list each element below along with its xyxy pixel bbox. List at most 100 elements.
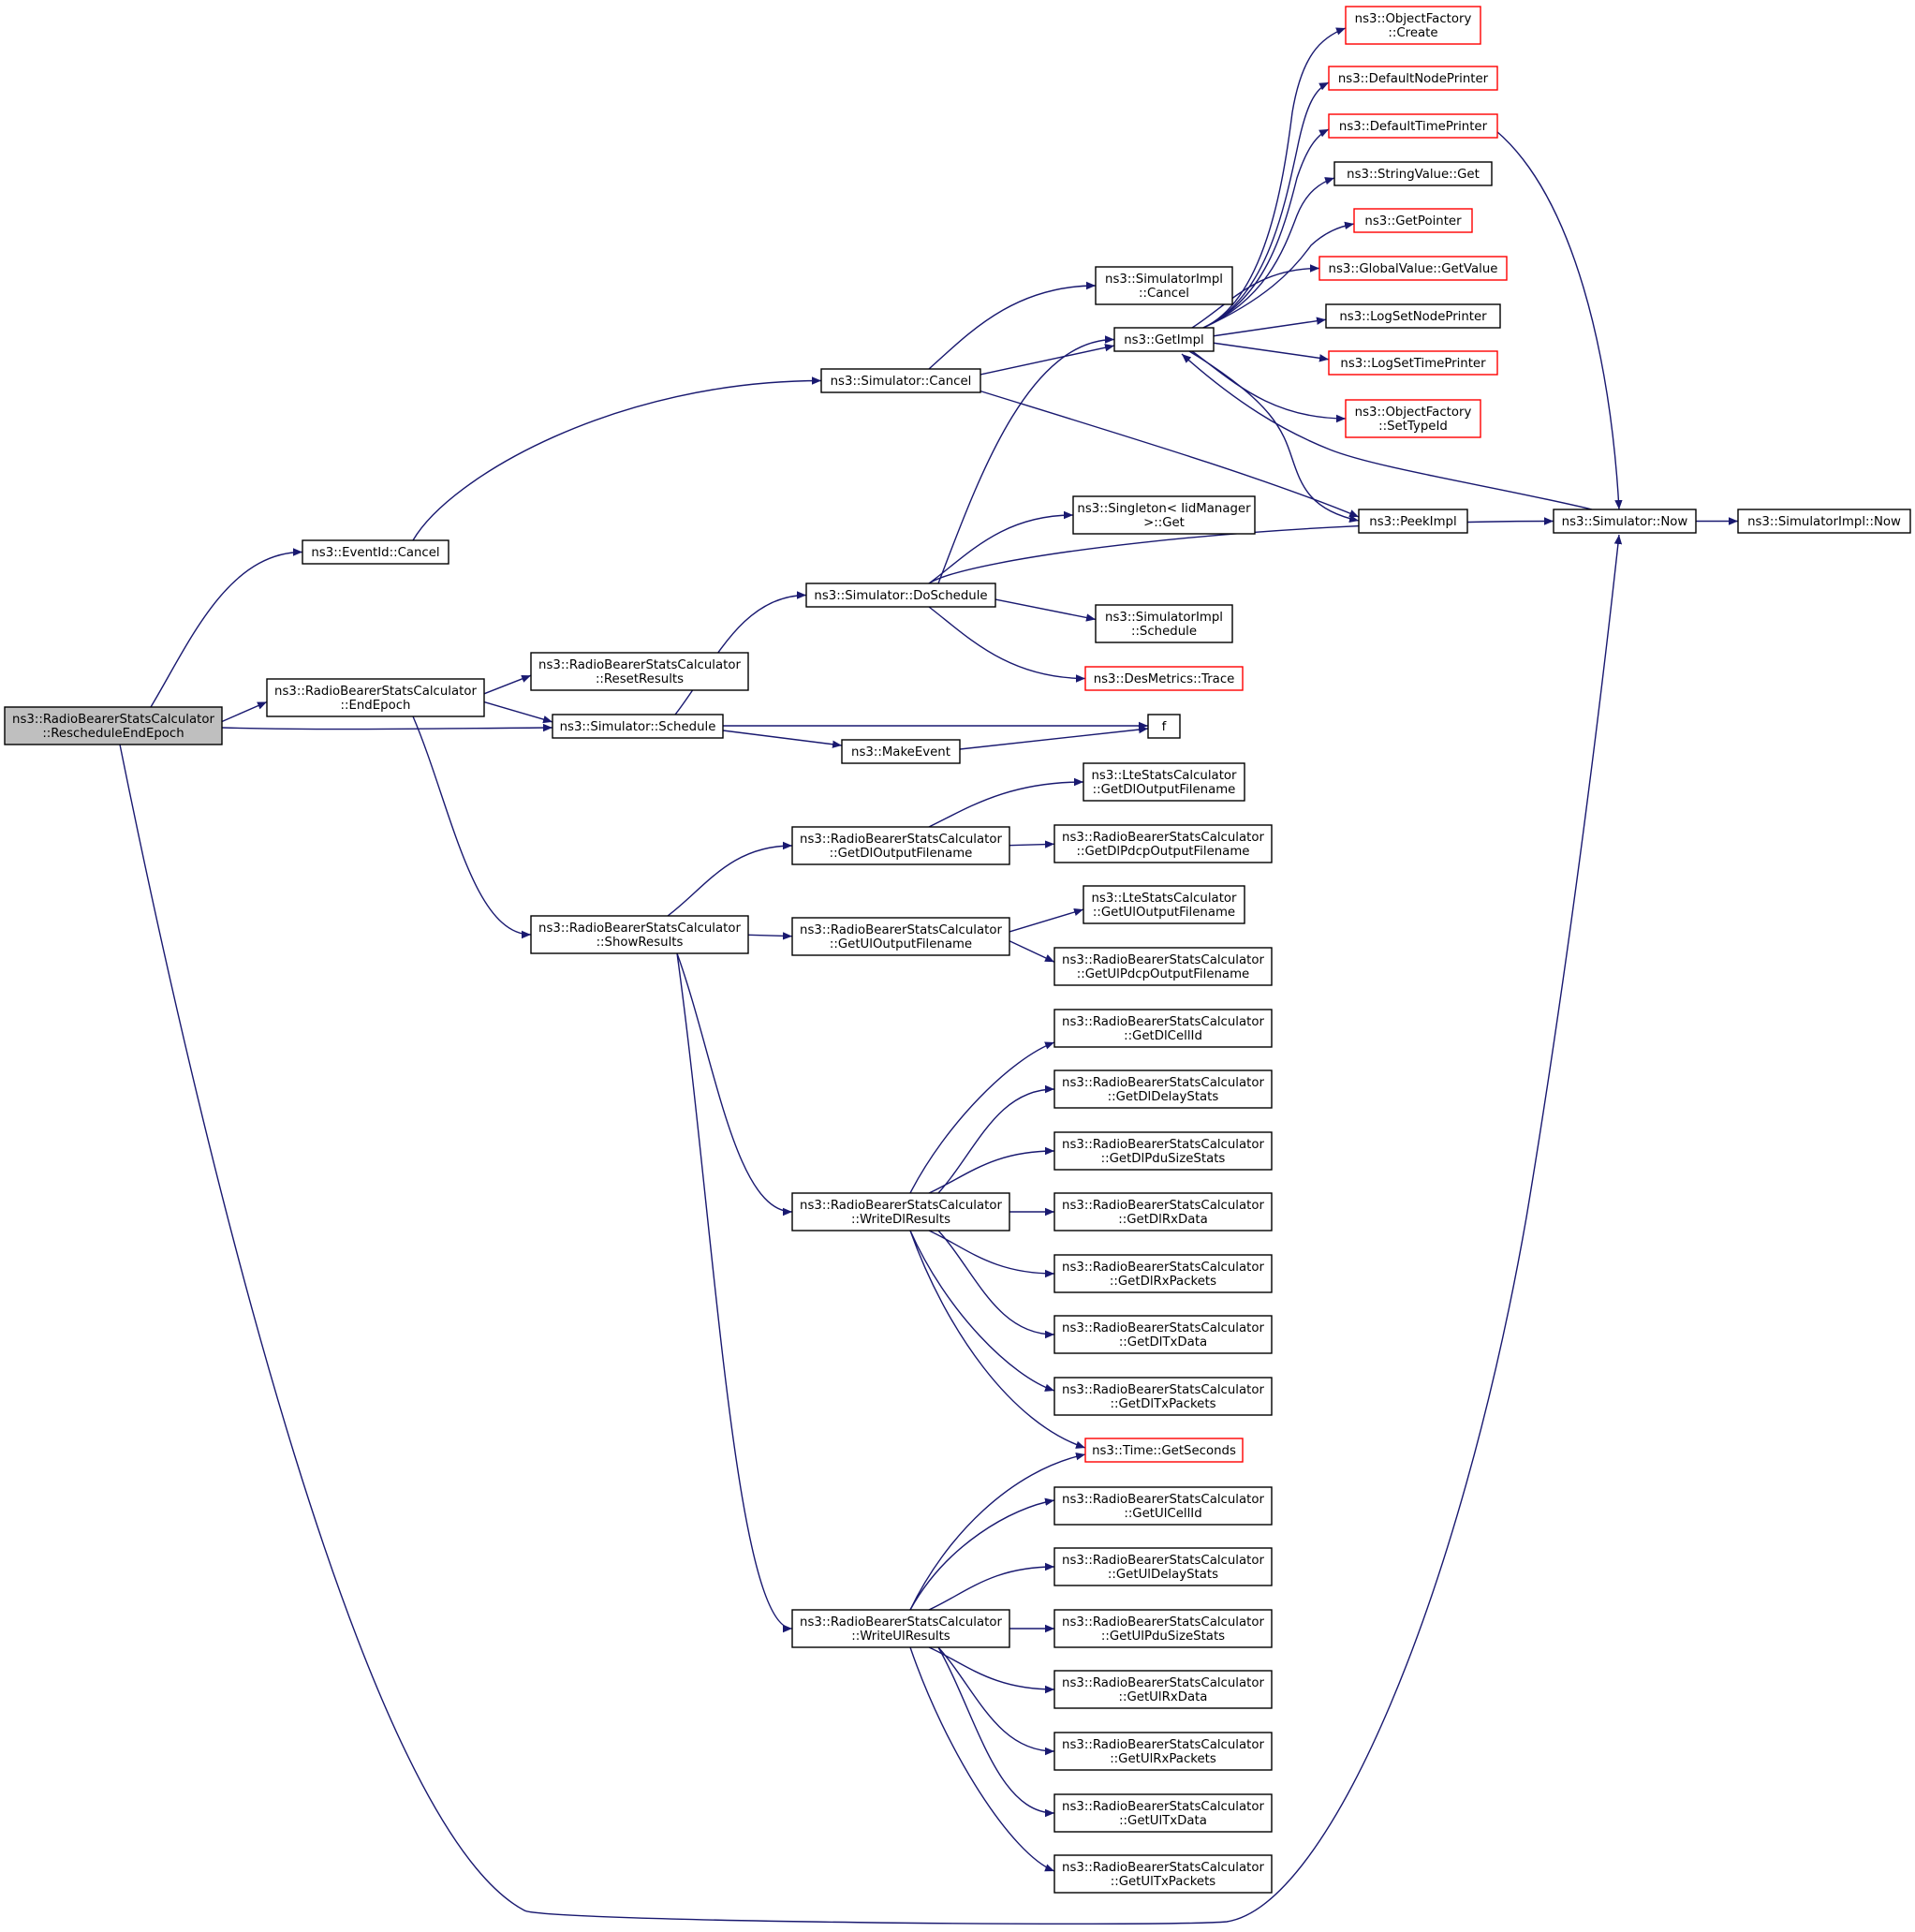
node-box-stringvalue_get[interactable] <box>1333 161 1493 186</box>
node-box-getuloutputfilename[interactable] <box>791 917 1010 956</box>
node-simimpl_now[interactable]: ns3::SimulatorImpl::Now <box>1737 509 1911 534</box>
node-box-singleton_get[interactable] <box>1072 495 1256 535</box>
node-writeulresults[interactable]: ns3::RadioBearerStatsCalculator::WriteUl… <box>791 1609 1010 1648</box>
node-logsettimeprinter[interactable]: ns3::LogSetTimePrinter <box>1328 350 1498 376</box>
node-getuldelaystats[interactable]: ns3::RadioBearerStatsCalculator::GetUlDe… <box>1053 1547 1273 1586</box>
node-getdlcellid[interactable]: ns3::RadioBearerStatsCalculator::GetDlCe… <box>1053 1009 1273 1048</box>
node-box-getulcellid[interactable] <box>1053 1486 1273 1526</box>
node-box-getdloutputfilename[interactable] <box>791 826 1010 865</box>
node-box-simimpl_now[interactable] <box>1737 509 1911 534</box>
node-box-sim_cancel[interactable] <box>820 368 981 393</box>
node-box-sim_doschedule[interactable] <box>805 583 996 608</box>
node-endepoch[interactable]: ns3::RadioBearerStatsCalculator::EndEpoc… <box>266 678 485 717</box>
node-box-getulrxpackets[interactable] <box>1053 1732 1273 1771</box>
node-box-objfactory_settypeid[interactable] <box>1345 399 1481 438</box>
node-objfactory_settypeid[interactable]: ns3::ObjectFactory::SetTypeId <box>1345 399 1481 438</box>
node-box-simimpl_schedule[interactable] <box>1095 604 1233 643</box>
node-box-getuldelaystats[interactable] <box>1053 1547 1273 1586</box>
node-getdlrxpackets[interactable]: ns3::RadioBearerStatsCalculator::GetDlRx… <box>1053 1254 1273 1293</box>
node-box-desmetrics_trace[interactable] <box>1084 666 1244 691</box>
node-getuloutputfilename[interactable]: ns3::RadioBearerStatsCalculator::GetUlOu… <box>791 917 1010 956</box>
node-getdltxdata[interactable]: ns3::RadioBearerStatsCalculator::GetDlTx… <box>1053 1315 1273 1354</box>
node-box-getdlrxdata[interactable] <box>1053 1192 1273 1231</box>
node-box-lte_getdloutput[interactable] <box>1083 762 1245 802</box>
node-singleton_get[interactable]: ns3::Singleton< IidManager >::Get <box>1072 495 1256 535</box>
node-getulpdusizestats[interactable]: ns3::RadioBearerStatsCalculator::GetUlPd… <box>1053 1609 1273 1648</box>
node-logsetnodeprinter[interactable]: ns3::LogSetNodePrinter <box>1325 303 1501 329</box>
node-box-getimpl[interactable] <box>1113 327 1215 352</box>
node-resetresults[interactable]: ns3::RadioBearerStatsCalculator::ResetRe… <box>530 652 749 691</box>
node-getulrxdata[interactable]: ns3::RadioBearerStatsCalculator::GetUlRx… <box>1053 1670 1273 1709</box>
node-getulcellid[interactable]: ns3::RadioBearerStatsCalculator::GetUlCe… <box>1053 1486 1273 1526</box>
node-box-getultxdata[interactable] <box>1053 1793 1273 1833</box>
node-box-endepoch[interactable] <box>266 678 485 717</box>
node-getdlrxdata[interactable]: ns3::RadioBearerStatsCalculator::GetDlRx… <box>1053 1192 1273 1231</box>
node-eventid_cancel[interactable]: ns3::EventId::Cancel <box>302 539 449 565</box>
node-box-makeevent[interactable] <box>841 739 961 764</box>
node-box-getulpdcp[interactable] <box>1053 947 1273 986</box>
node-sim_schedule[interactable]: ns3::Simulator::Schedule <box>552 714 724 739</box>
node-globalvalue_getvalue[interactable]: ns3::GlobalValue::GetValue <box>1318 256 1508 281</box>
node-desmetrics_trace[interactable]: ns3::DesMetrics::Trace <box>1084 666 1244 691</box>
node-box-sim_schedule[interactable] <box>552 714 724 739</box>
node-stringvalue_get[interactable]: ns3::StringValue::Get <box>1333 161 1493 186</box>
node-getulrxpackets[interactable]: ns3::RadioBearerStatsCalculator::GetUlRx… <box>1053 1732 1273 1771</box>
node-peekimpl[interactable]: ns3::PeekImpl <box>1358 509 1468 534</box>
node-root[interactable]: ns3::RadioBearerStatsCalculator::Resched… <box>4 706 223 745</box>
node-makeevent[interactable]: ns3::MakeEvent <box>841 739 961 764</box>
node-box-logsettimeprinter[interactable] <box>1328 350 1498 376</box>
node-box-getdlpdcp[interactable] <box>1053 824 1273 863</box>
node-sim_doschedule[interactable]: ns3::Simulator::DoSchedule <box>805 583 996 608</box>
node-box-getdltxpackets[interactable] <box>1053 1377 1273 1416</box>
node-getdldelaystats[interactable]: ns3::RadioBearerStatsCalculator::GetDlDe… <box>1053 1069 1273 1109</box>
node-box-globalvalue_getvalue[interactable] <box>1318 256 1508 281</box>
node-box-getdldelaystats[interactable] <box>1053 1069 1273 1109</box>
node-box-writeulresults[interactable] <box>791 1609 1010 1648</box>
node-getdlpdusizestats[interactable]: ns3::RadioBearerStatsCalculator::GetDlPd… <box>1053 1131 1273 1171</box>
node-sim_cancel[interactable]: ns3::Simulator::Cancel <box>820 368 981 393</box>
node-time_getseconds[interactable]: ns3::Time::GetSeconds <box>1084 1438 1244 1463</box>
node-simimpl_schedule[interactable]: ns3::SimulatorImpl::Schedule <box>1095 604 1233 643</box>
node-defaulttimeprinter[interactable]: ns3::DefaultTimePrinter <box>1328 113 1498 139</box>
node-box-defaultnodeprinter[interactable] <box>1328 66 1498 91</box>
node-getdloutputfilename[interactable]: ns3::RadioBearerStatsCalculator::GetDlOu… <box>791 826 1010 865</box>
node-box-logsetnodeprinter[interactable] <box>1325 303 1501 329</box>
node-box-lte_getuloutput[interactable] <box>1083 885 1245 924</box>
node-box-showresults[interactable] <box>530 915 749 954</box>
node-box-getdlrxpackets[interactable] <box>1053 1254 1273 1293</box>
node-box-time_getseconds[interactable] <box>1084 1438 1244 1463</box>
node-showresults[interactable]: ns3::RadioBearerStatsCalculator::ShowRes… <box>530 915 749 954</box>
node-box-getdlcellid[interactable] <box>1053 1009 1273 1048</box>
node-box-eventid_cancel[interactable] <box>302 539 449 565</box>
node-box-getdltxdata[interactable] <box>1053 1315 1273 1354</box>
node-f[interactable]: f <box>1147 714 1181 739</box>
node-box-defaulttimeprinter[interactable] <box>1328 113 1498 139</box>
node-box-getdlpdusizestats[interactable] <box>1053 1131 1273 1171</box>
node-box-resetresults[interactable] <box>530 652 749 691</box>
node-defaultnodeprinter[interactable]: ns3::DefaultNodePrinter <box>1328 66 1498 91</box>
node-simimpl_cancel[interactable]: ns3::SimulatorImpl::Cancel <box>1095 266 1233 305</box>
node-getimpl[interactable]: ns3::GetImpl <box>1113 327 1215 352</box>
node-box-f[interactable] <box>1147 714 1181 739</box>
node-sim_now[interactable]: ns3::Simulator::Now <box>1553 509 1697 534</box>
node-getdlpdcp[interactable]: ns3::RadioBearerStatsCalculator::GetDlPd… <box>1053 824 1273 863</box>
node-lte_getuloutput[interactable]: ns3::LteStatsCalculator::GetUlOutputFile… <box>1083 885 1245 924</box>
node-box-getultxpackets[interactable] <box>1053 1854 1273 1894</box>
node-getultxpackets[interactable]: ns3::RadioBearerStatsCalculator::GetUlTx… <box>1053 1854 1273 1894</box>
node-lte_getdloutput[interactable]: ns3::LteStatsCalculator::GetDlOutputFile… <box>1083 762 1245 802</box>
node-box-getulpdusizestats[interactable] <box>1053 1609 1273 1648</box>
node-box-writedlresults[interactable] <box>791 1192 1010 1231</box>
node-box-getulrxdata[interactable] <box>1053 1670 1273 1709</box>
node-box-root[interactable] <box>4 706 223 745</box>
node-box-sim_now[interactable] <box>1553 509 1697 534</box>
node-getdltxpackets[interactable]: ns3::RadioBearerStatsCalculator::GetDlTx… <box>1053 1377 1273 1416</box>
node-box-getpointer[interactable] <box>1353 208 1473 233</box>
node-getultxdata[interactable]: ns3::RadioBearerStatsCalculator::GetUlTx… <box>1053 1793 1273 1833</box>
node-box-objfactory_create[interactable] <box>1345 6 1481 45</box>
node-box-peekimpl[interactable] <box>1358 509 1468 534</box>
node-objfactory_create[interactable]: ns3::ObjectFactory::Create <box>1345 6 1481 45</box>
node-getpointer[interactable]: ns3::GetPointer <box>1353 208 1473 233</box>
node-getulpdcp[interactable]: ns3::RadioBearerStatsCalculator::GetUlPd… <box>1053 947 1273 986</box>
node-writedlresults[interactable]: ns3::RadioBearerStatsCalculator::WriteDl… <box>791 1192 1010 1231</box>
node-box-simimpl_cancel[interactable] <box>1095 266 1233 305</box>
